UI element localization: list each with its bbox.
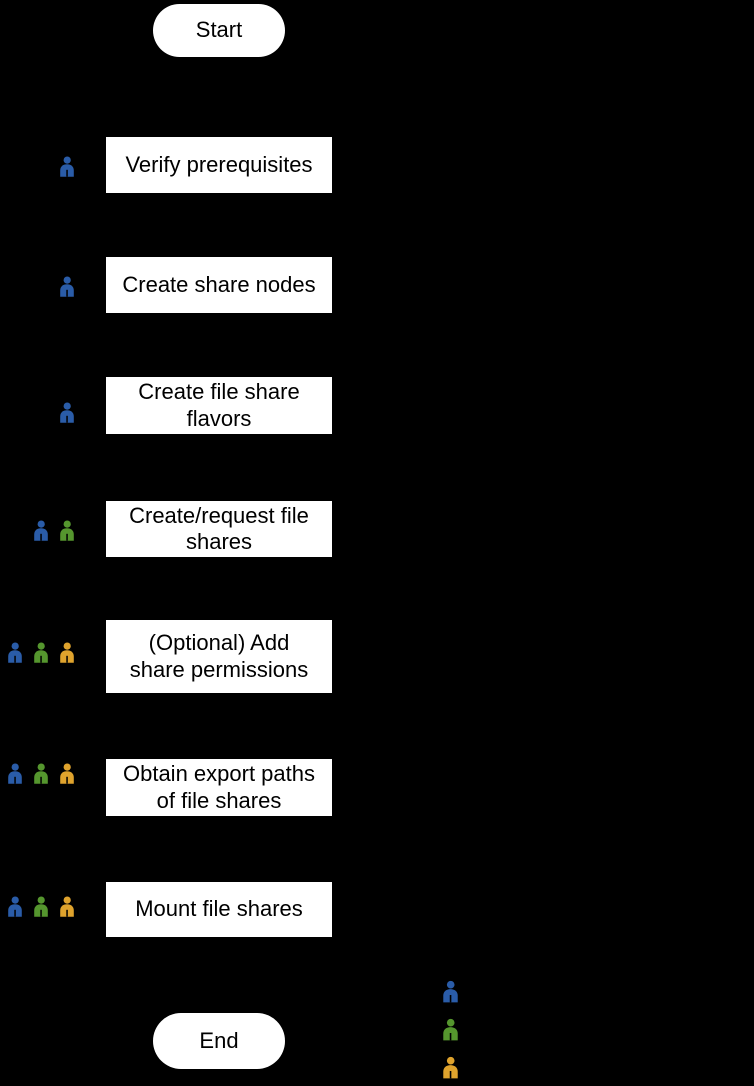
blue-person-icon <box>59 402 75 423</box>
green-person-icon <box>33 642 49 663</box>
orange-person-icon <box>59 896 75 917</box>
actor-icons-create-request-file-shares <box>33 520 75 541</box>
step-box-create-share-nodes: Create share nodes <box>106 257 332 313</box>
blue-person-icon <box>59 276 75 297</box>
green-person-icon <box>33 896 49 917</box>
actor-icons-obtain-export-paths <box>7 763 75 784</box>
step-box-mount-file-shares: Mount file shares <box>106 882 332 937</box>
orange-person-icon <box>442 1056 459 1079</box>
actor-icons-verify-prerequisites <box>59 156 75 177</box>
step-box-create-file-share-flavors: Create file share flavors <box>106 377 332 434</box>
blue-person-icon <box>442 980 459 1003</box>
actor-icons-create-share-nodes <box>59 276 75 297</box>
actor-icons-create-file-share-flavors <box>59 402 75 423</box>
actor-icons-optional-add-share-permissions <box>7 642 75 663</box>
blue-person-icon <box>33 520 49 541</box>
actor-legend <box>442 980 459 1079</box>
step-box-optional-add-share-permissions: (Optional) Add share permissions <box>106 620 332 693</box>
orange-person-icon <box>59 642 75 663</box>
blue-person-icon <box>7 763 23 784</box>
step-box-create-request-file-shares: Create/request file shares <box>106 501 332 557</box>
step-box-obtain-export-paths: Obtain export paths of file shares <box>106 759 332 816</box>
actor-icons-mount-file-shares <box>7 896 75 917</box>
blue-person-icon <box>7 642 23 663</box>
green-person-icon <box>33 763 49 784</box>
blue-person-icon <box>7 896 23 917</box>
green-person-icon <box>59 520 75 541</box>
blue-person-icon <box>59 156 75 177</box>
green-person-icon <box>442 1018 459 1041</box>
end-node: End <box>153 1013 285 1069</box>
start-node: Start <box>153 4 285 57</box>
orange-person-icon <box>59 763 75 784</box>
step-box-verify-prerequisites: Verify prerequisites <box>106 137 332 193</box>
